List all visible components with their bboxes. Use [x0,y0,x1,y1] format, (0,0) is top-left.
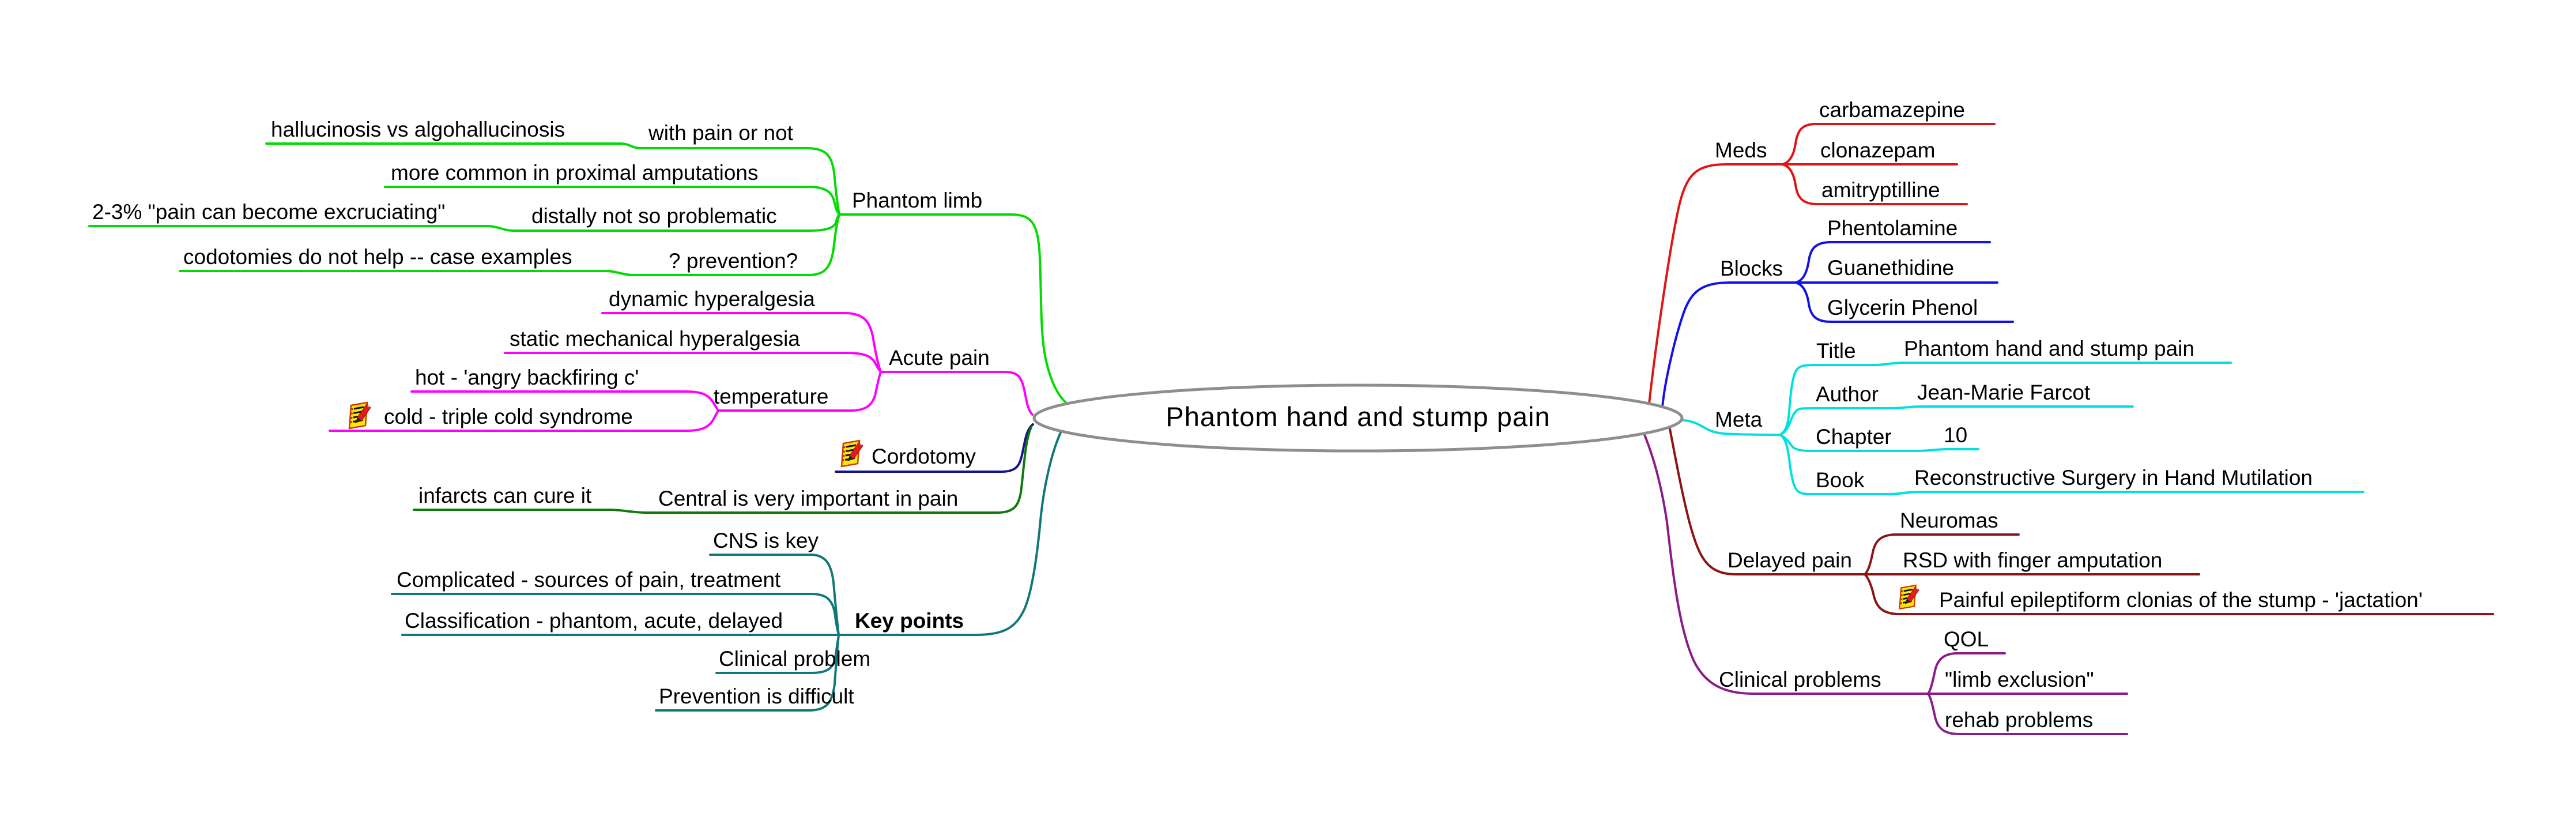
node-rsd[interactable]: RSD with finger amputation [1903,548,2163,572]
branch-meta-trunk [1683,419,1781,436]
branch-title [1779,362,2232,436]
node-rehab-problems[interactable]: rehab problems [1945,708,2094,732]
branch-blocks-trunk [1661,281,1797,408]
node-classification[interactable]: Classification - phantom, acute, delayed [405,609,783,633]
node-delayed-pain[interactable]: Delayed pain [1728,548,1852,572]
node-pain-excruciating[interactable]: 2-3% "pain can become excruciating" [92,200,446,224]
branch-prevention-difficult [655,634,840,712]
node-static-hyperalgesia[interactable]: static mechanical hyperalgesia [510,327,800,351]
node-limb-exclusion[interactable]: "limb exclusion" [1945,668,2094,691]
branch-chapter [1779,434,1979,452]
node-carbamazepine[interactable]: carbamazepine [1819,98,1965,122]
branch-infarcts [413,509,648,514]
branch-phentolamine [1794,241,1991,284]
node-qol[interactable]: QOL [1944,627,1989,651]
node-neuromas[interactable]: Neuromas [1900,509,1998,532]
node-meta-title[interactable]: Title [1816,339,1856,363]
node-cordotomy[interactable]: Cordotomy [872,445,976,468]
node-central[interactable]: Central is very important in pain [658,487,959,510]
node-phantom-limb[interactable]: Phantom limb [852,189,983,212]
node-meta-chapter[interactable]: Chapter [1816,425,1892,449]
branch-static-hyperalgesia [504,352,882,373]
node-meta-author-value[interactable]: Jean-Marie Farcot [1917,381,2091,404]
node-meds[interactable]: Meds [1715,138,1767,162]
node-infarcts[interactable]: infarcts can cure it [418,484,592,507]
notes-icon[interactable] [346,400,371,430]
node-meta-author[interactable]: Author [1816,382,1879,406]
branch-distally [88,213,840,232]
branch-rehab [1927,693,2128,735]
branch-amitryptilline [1781,163,1968,205]
node-meta-book[interactable]: Book [1816,468,1865,492]
node-clinical-problem[interactable]: Clinical problem [719,647,871,671]
node-cns-is-key[interactable]: CNS is key [713,529,819,552]
node-dynamic-hyperalgesia[interactable]: dynamic hyperalgesia [609,287,815,311]
node-clonazepam[interactable]: clonazepam [1820,138,1936,162]
node-with-pain-or-not[interactable]: with pain or not [648,121,793,145]
node-more-common[interactable]: more common in proximal amputations [391,161,759,185]
node-temperature[interactable]: temperature [714,385,829,408]
node-meta[interactable]: Meta [1715,408,1763,431]
branch-with-pain-or-not [265,142,840,216]
node-prevention-q[interactable]: ? prevention? [669,249,798,273]
branch-phantom-limb-trunk [838,213,1067,404]
node-distally[interactable]: distally not so problematic [531,204,777,228]
branch-hot [410,390,719,412]
node-meta-chapter-value[interactable]: 10 [1944,423,1968,447]
node-acute-pain[interactable]: Acute pain [889,346,990,370]
branch-cns [709,554,840,636]
branch-delayed-trunk [1669,428,1866,575]
branch-qol [1927,652,2006,695]
node-guanethidine[interactable]: Guanethidine [1827,256,1955,280]
node-key-points[interactable]: Key points [855,609,964,633]
node-cold[interactable]: cold - triple cold syndrome [384,405,633,428]
notes-icon[interactable] [1896,582,1919,611]
notes-icon[interactable] [838,438,863,468]
branch-clinical-trunk [1643,434,1929,695]
branch-prevention [179,213,840,276]
branch-central [646,426,1032,514]
branch-neuromas [1864,533,2020,575]
node-hallucinosis[interactable]: hallucinosis vs algohallucinosis [271,118,565,141]
branch-meds-trunk [1648,163,1783,405]
node-prevention-difficult[interactable]: Prevention is difficult [659,684,854,708]
branch-carbamazepine [1781,123,1996,165]
branch-glycerin-phenol [1794,281,2014,323]
branch-book [1779,434,2364,495]
branch-complicated [391,593,840,636]
root-ellipse[interactable] [1032,383,1684,453]
node-painful-clonias[interactable]: Painful epileptiform clonias of the stum… [1939,588,2423,612]
branch-author [1779,405,2134,436]
node-codotomies[interactable]: codotomies do not help -- case examples [183,245,572,269]
node-blocks[interactable]: Blocks [1720,257,1783,280]
branch-cordotomy [835,423,1034,473]
node-hot[interactable]: hot - 'angry backfiring c' [415,366,639,389]
branch-temperature [717,371,882,412]
node-clinical-problems[interactable]: Clinical problems [1719,668,1881,691]
node-amitryptilline[interactable]: amitryptilline [1821,178,1940,202]
branch-acute-pain-trunk [880,371,1034,416]
branch-more-common [384,186,840,216]
branch-dynamic-hyperalgesia [601,312,882,373]
node-phentolamine[interactable]: Phentolamine [1827,216,1958,240]
node-glycerin-phenol[interactable]: Glycerin Phenol [1827,296,1978,319]
branch-cold [329,409,719,432]
node-complicated[interactable]: Complicated - sources of pain, treatment [397,568,781,592]
root-node[interactable]: Phantom hand and stump pain [1166,401,1551,432]
node-meta-title-value[interactable]: Phantom hand and stump pain [1904,337,2194,360]
branch-key-points-trunk [838,430,1062,636]
node-meta-book-value[interactable]: Reconstructive Surgery in Hand Mutilatio… [1914,466,2313,490]
branch-painful-clonias [1864,573,2494,615]
